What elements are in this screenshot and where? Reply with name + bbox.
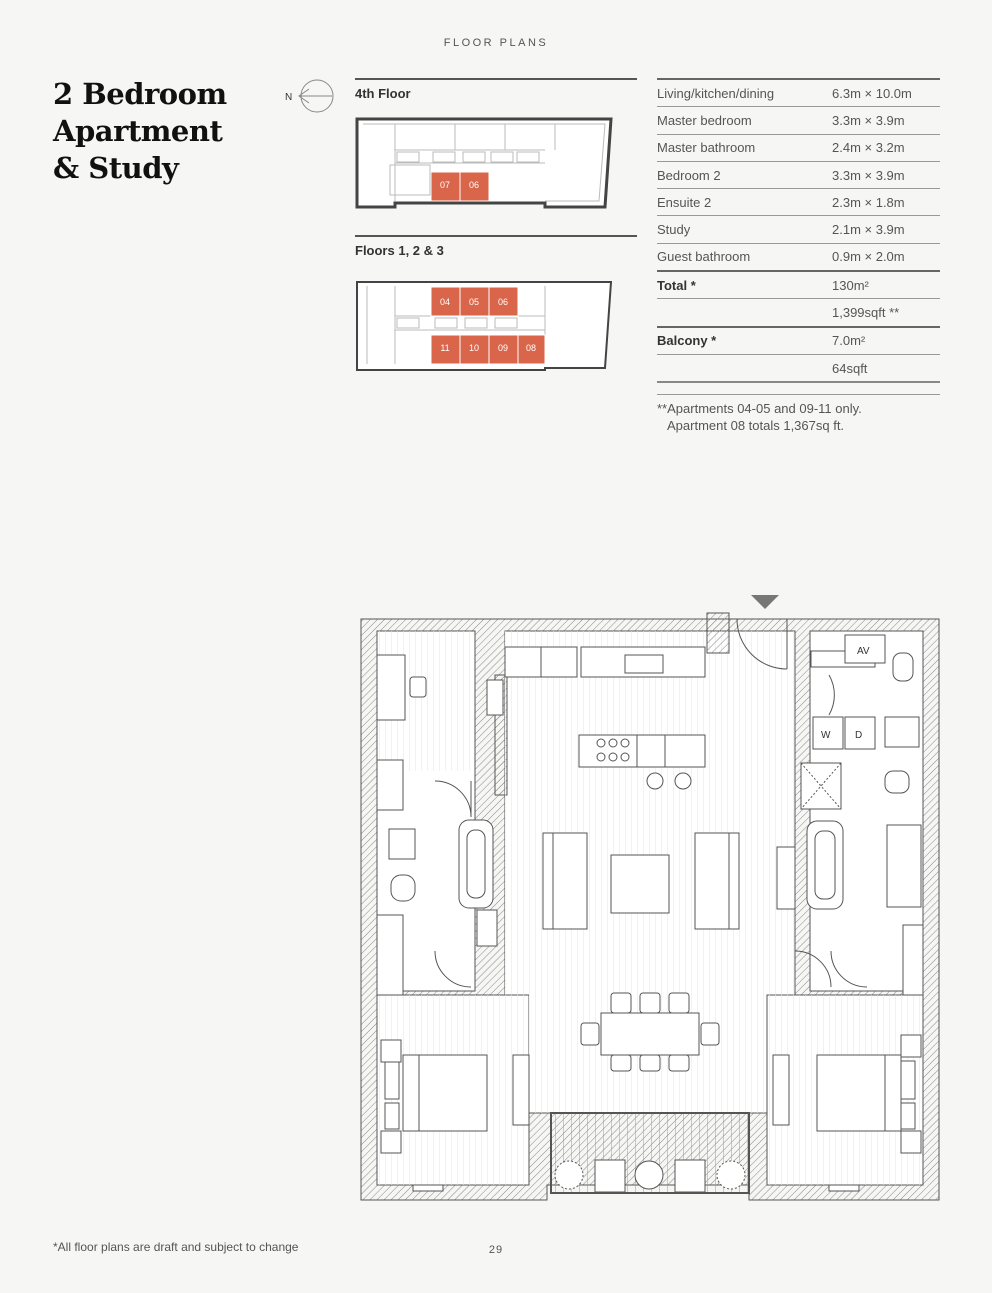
title-line-1: 2 Bedroom	[53, 77, 227, 111]
keyplan-unit-09: 09	[498, 343, 508, 353]
keyplan-divider	[355, 235, 637, 237]
floor-plan-drawing: AV W D	[355, 585, 945, 1220]
compass-north-label: N	[285, 92, 292, 103]
av-cupboard-label: AV	[857, 646, 870, 657]
keyplan-unit-06: 06	[469, 180, 479, 190]
title-line-2: Apartment	[53, 114, 223, 148]
keyplan-unit-06: 06	[498, 297, 508, 307]
keyplan-floors-1-2-3: 04 05 06 11 10 09 08	[355, 278, 617, 374]
dryer-label: D	[855, 730, 862, 741]
keyplan-unit-08: 08	[526, 343, 536, 353]
keyplan-divider	[355, 78, 637, 80]
washer-label: W	[821, 730, 831, 741]
balcony-row: Balcony *7.0m²	[657, 328, 940, 355]
title-line-3: & Study	[53, 151, 179, 185]
keyplan-4th-floor: 07 06	[355, 115, 617, 211]
north-compass-icon: N	[285, 78, 335, 114]
keyplan-unit-07: 07	[440, 180, 450, 190]
keyplan-4th-floor-label: 4th Floor	[355, 86, 411, 101]
total-row: Total *130m²	[657, 272, 940, 300]
total-sqft-row: 1,399sqft **	[657, 299, 940, 328]
keyplan-unit-11: 11	[440, 343, 449, 353]
table-bottom-rule	[657, 394, 940, 395]
keyplan-unit-05: 05	[469, 297, 479, 307]
balcony-sqft-row: 64sqft	[657, 355, 940, 384]
draft-disclaimer: *All floor plans are draft and subject t…	[53, 1240, 299, 1254]
page-number: 29	[488, 1244, 504, 1256]
keyplan-unit-04: 04	[440, 297, 450, 307]
keyplan-floors-1-2-3-label: Floors 1, 2 & 3	[355, 243, 444, 258]
keyplan-unit-10: 10	[469, 343, 479, 353]
page-title: 2 Bedroom Apartment & Study	[53, 76, 227, 187]
apartment-note: **Apartments 04-05 and 09-11 only. Apart…	[657, 401, 862, 433]
section-header: FLOOR PLANS	[443, 37, 549, 49]
